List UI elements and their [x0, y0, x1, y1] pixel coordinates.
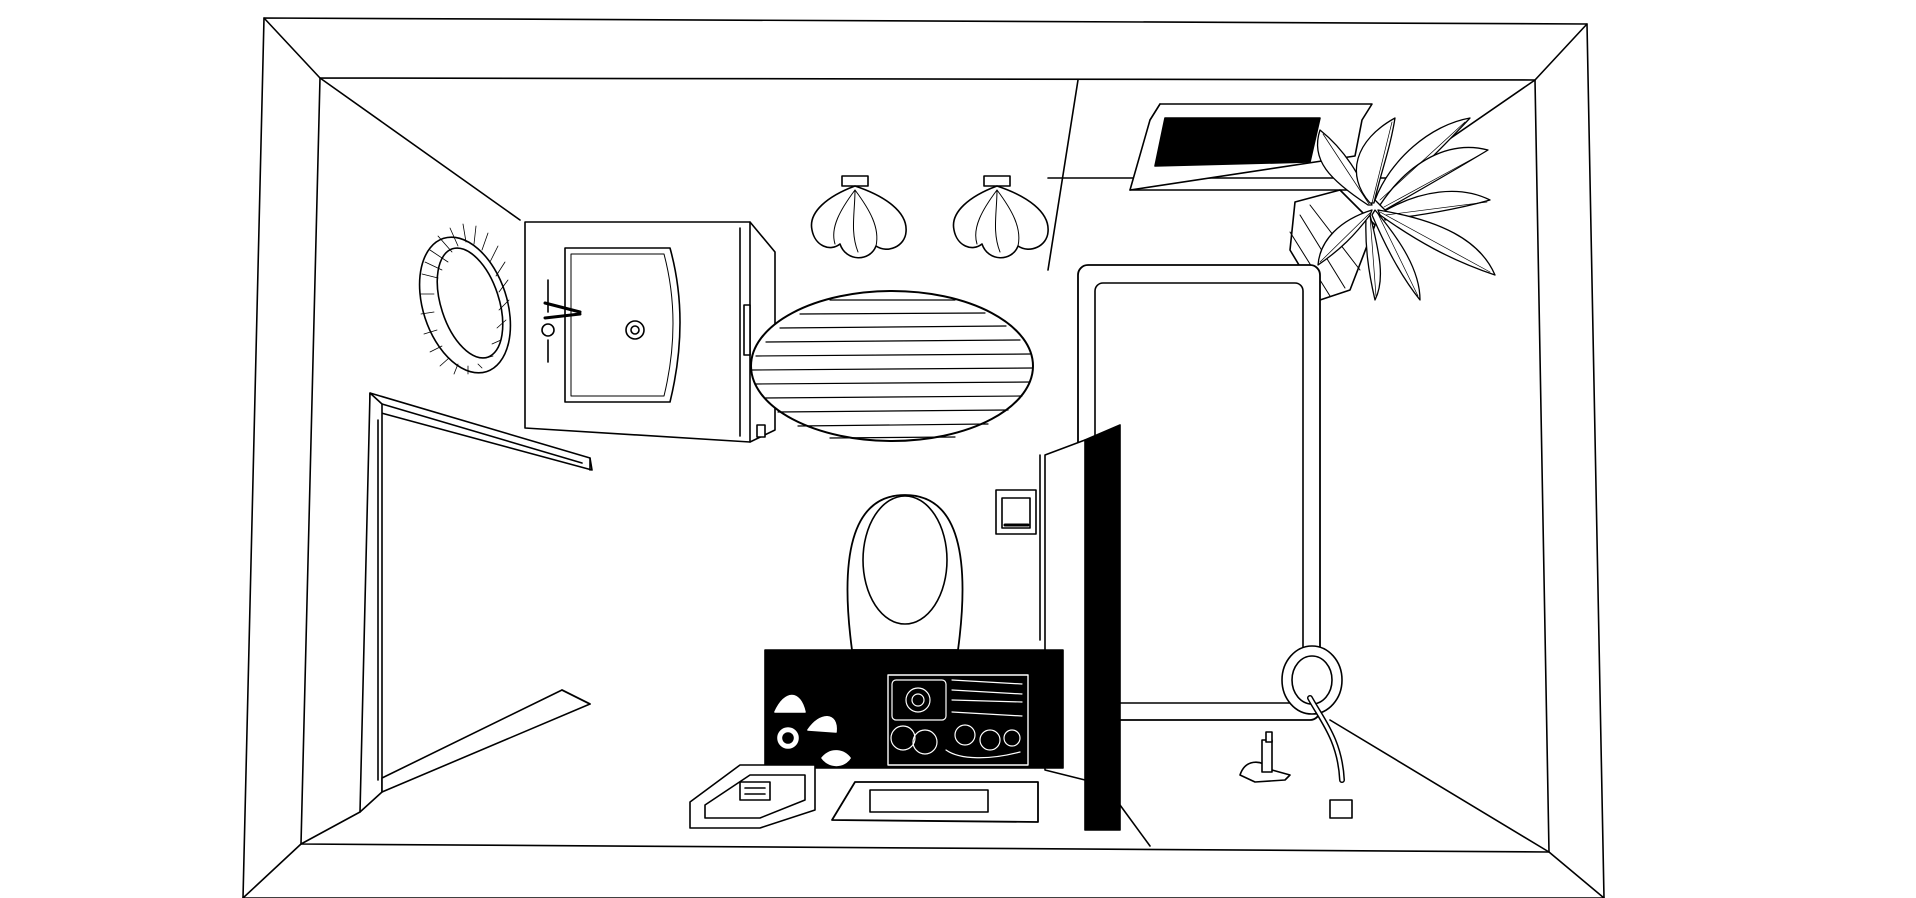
accessory-on-tray	[819, 748, 853, 768]
vanity-sink	[524, 221, 776, 443]
toilet	[846, 494, 964, 651]
potted-plant	[1289, 117, 1496, 301]
toilet-paper-holder	[995, 489, 1037, 535]
small-tray	[689, 764, 816, 829]
partition-wall	[1039, 424, 1121, 831]
black-counter	[764, 649, 1064, 769]
wall-sconce-left	[810, 175, 907, 259]
floor-vase	[1239, 731, 1291, 783]
oval-rug	[750, 290, 1034, 442]
floor-lamp	[1281, 645, 1353, 819]
shower-stall	[1077, 264, 1321, 721]
door	[359, 392, 593, 813]
bath-mat	[831, 781, 1039, 823]
wall-sconce-right	[952, 175, 1049, 259]
round-mirror	[418, 223, 512, 375]
skylight	[1129, 103, 1373, 191]
